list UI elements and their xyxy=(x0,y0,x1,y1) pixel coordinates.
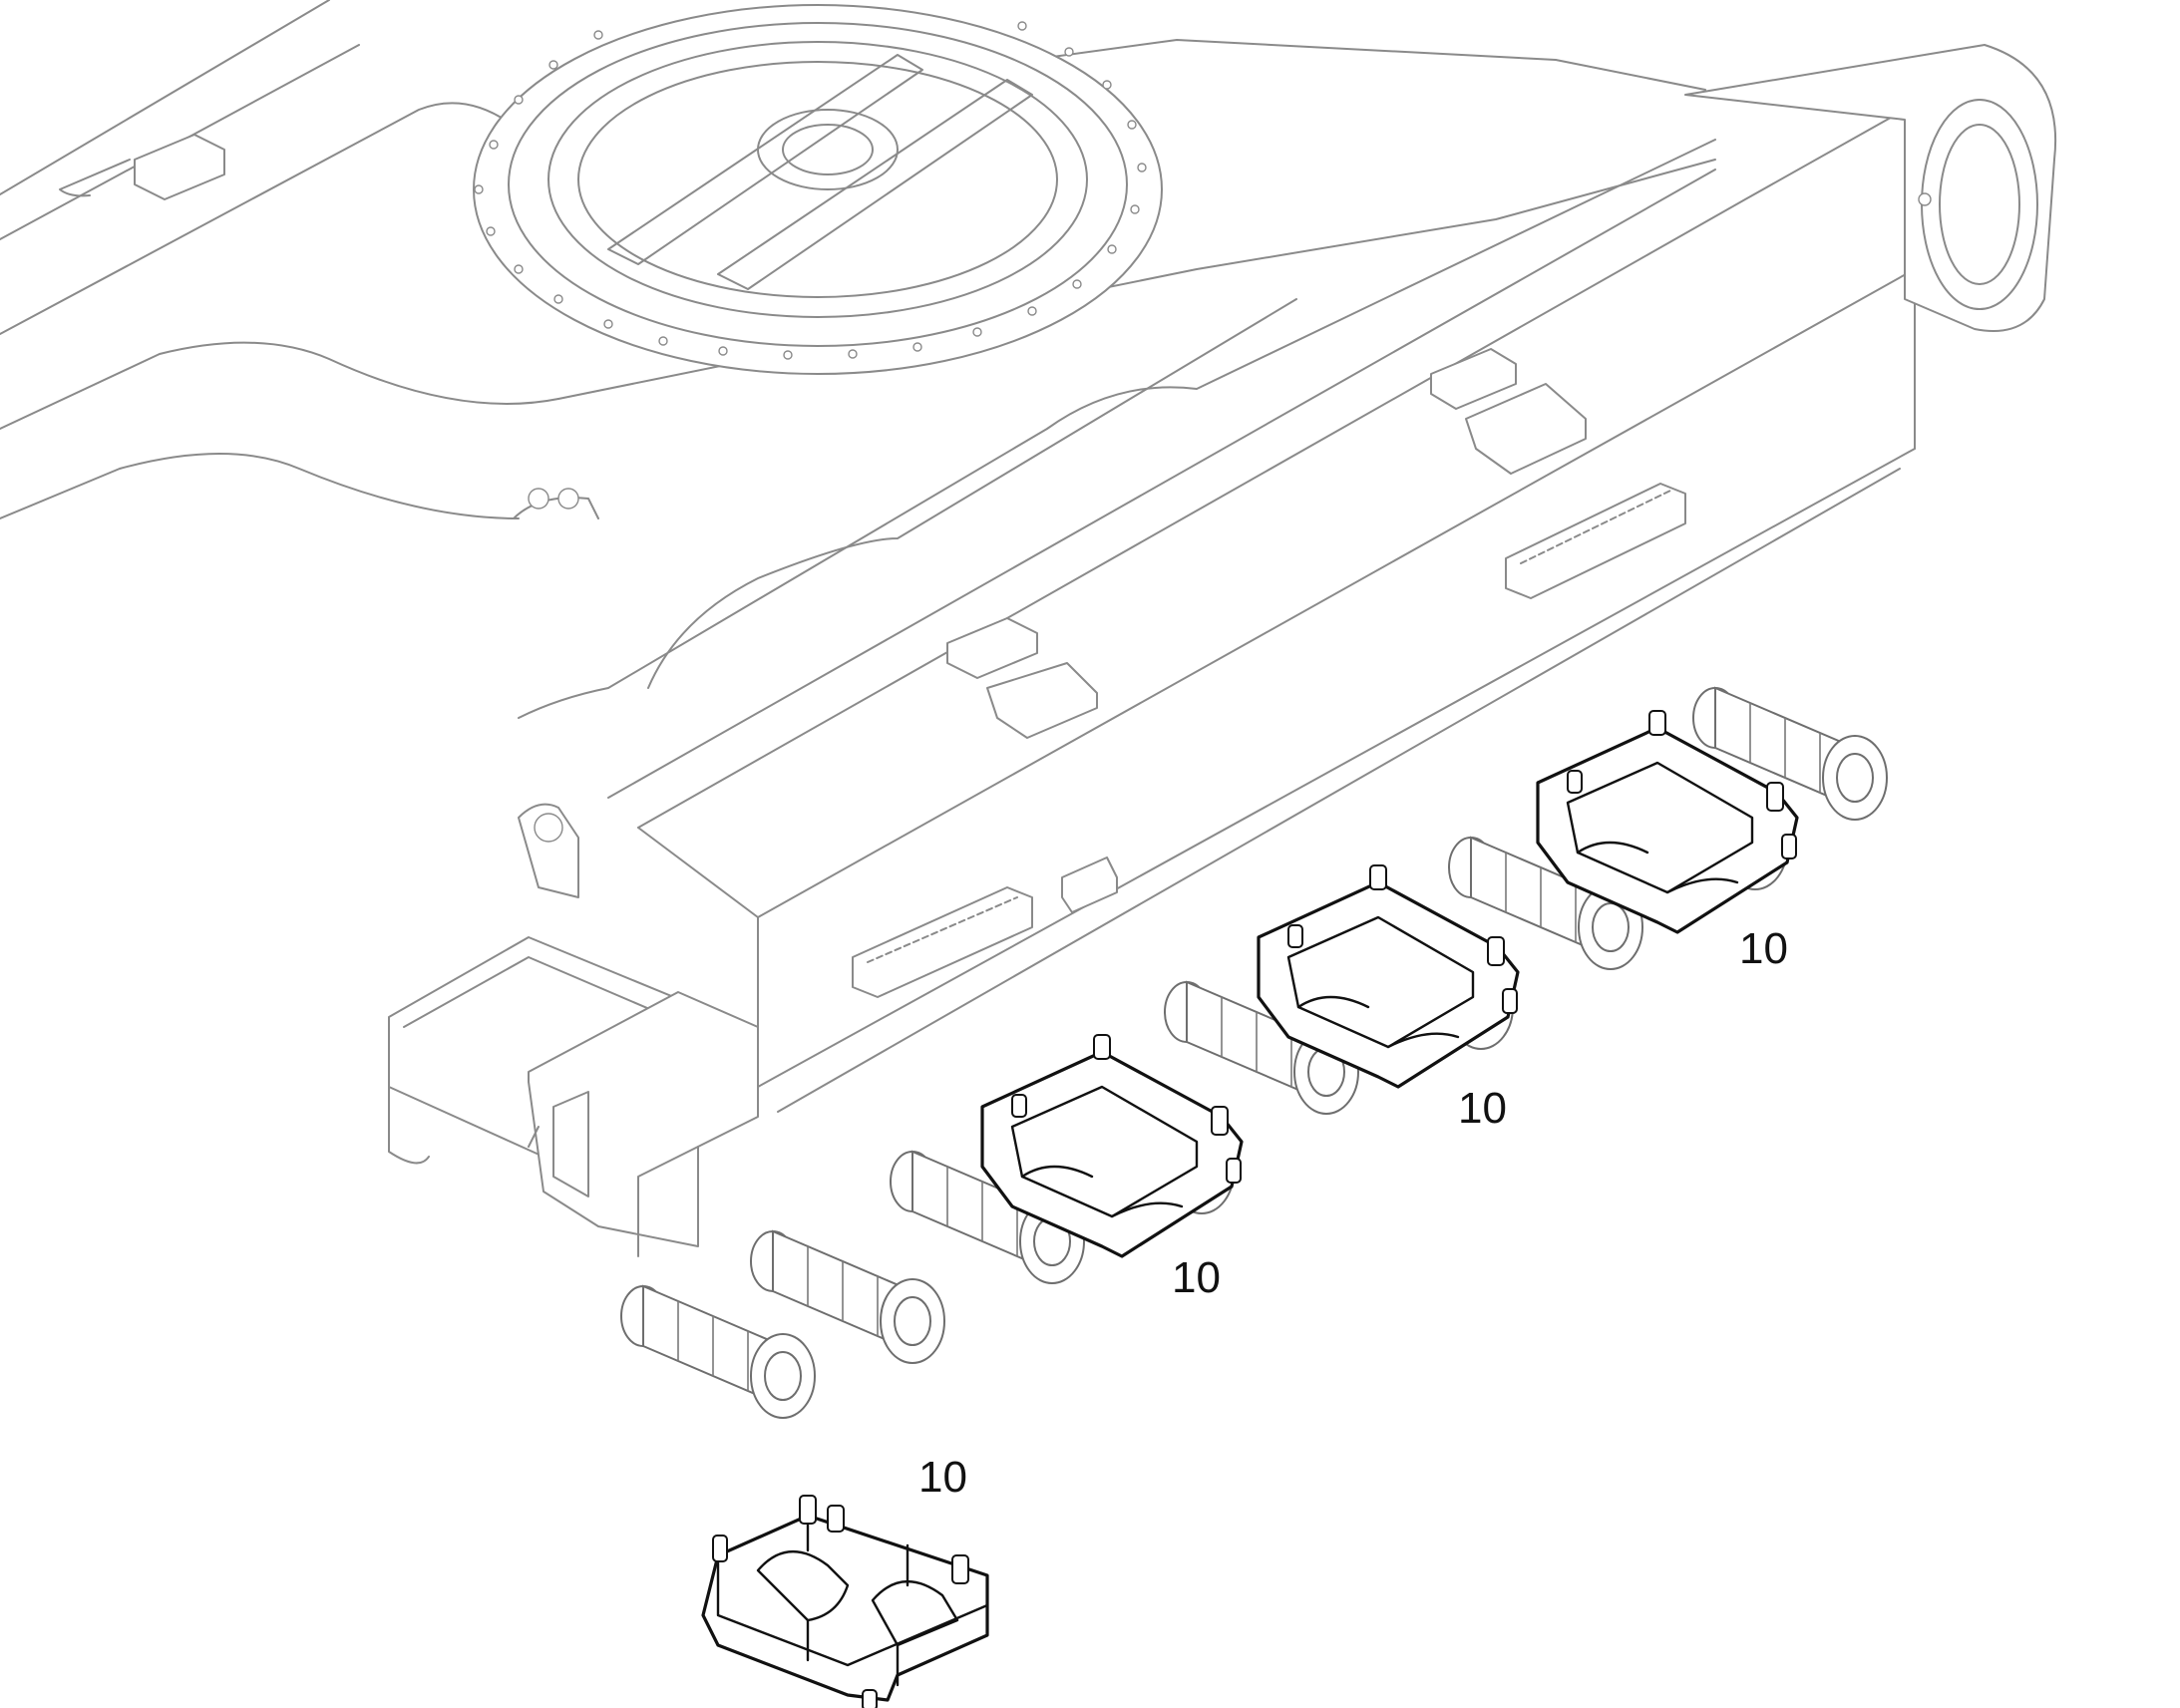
track-roller xyxy=(1692,686,1888,821)
track-frame xyxy=(0,0,2057,1257)
swing-ring-holes xyxy=(474,21,1147,360)
roller-guard-standalone xyxy=(701,1495,989,1708)
track-roller xyxy=(1448,836,1643,970)
callouts: 10 10 10 10 xyxy=(918,924,1788,1502)
roller-guard xyxy=(1536,710,1799,934)
roller-guard xyxy=(980,1034,1244,1258)
callout-label: 10 xyxy=(1739,924,1788,973)
callout-label: 10 xyxy=(1458,1084,1507,1133)
track-roller xyxy=(620,1284,816,1419)
track-roller xyxy=(750,1229,945,1364)
track-roller xyxy=(1164,980,1359,1115)
roller-guard xyxy=(1257,864,1520,1089)
callout-label: 10 xyxy=(1172,1253,1221,1302)
callout-label: 10 xyxy=(918,1453,967,1502)
roller-guards xyxy=(701,710,1799,1708)
